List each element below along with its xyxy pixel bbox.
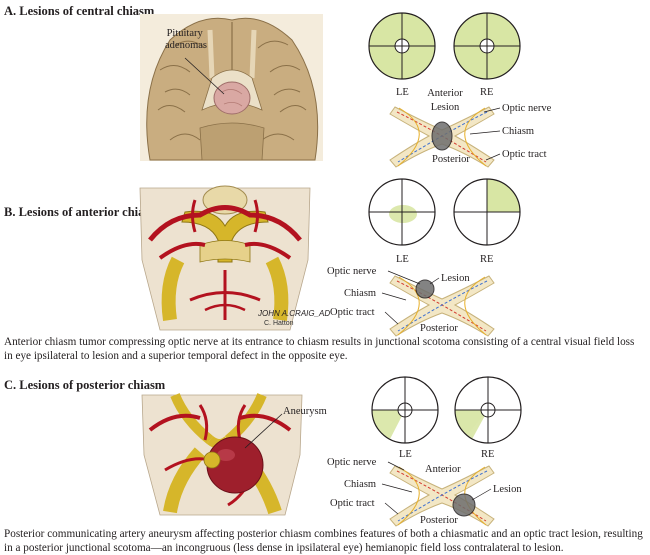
section-a-title: A. Lesions of central chiasm (4, 4, 155, 18)
c-anterior-label: Anterior (425, 464, 461, 475)
a-lesion-label: Lesion (431, 102, 460, 113)
pituitary-label: Pituitary adenomas (165, 28, 207, 51)
aneurysm-leader-line (244, 413, 283, 449)
artist-signature: JOHN A.CRAIG_AD (257, 309, 330, 318)
chiasm-diagram-c (389, 465, 495, 527)
visual-field-a-right (453, 12, 521, 80)
brain-base-illustration (140, 14, 323, 161)
c-re-label: RE (481, 449, 494, 460)
a-re-label: RE (480, 87, 493, 98)
section-b-title: B. Lesions of anterior chiasm (4, 205, 160, 219)
visual-field-c-right (454, 376, 522, 444)
c-lesion-label: Lesion (493, 484, 522, 495)
posterior-chiasm-illustration (141, 393, 303, 516)
pituitary-label-line2: adenomas (165, 40, 207, 51)
pituitary-label-line1: Pituitary (167, 28, 204, 39)
a-chiasm-label: Chiasm (502, 126, 534, 137)
visual-field-a-left (368, 12, 436, 80)
c-optic-nerve-label: Optic nerve (327, 457, 377, 468)
b-re-label: RE (480, 254, 493, 265)
c-posterior-label: Posterior (420, 515, 458, 526)
section-b-caption: Anterior chiasm tumor compressing optic … (4, 336, 635, 362)
b-posterior-label: Posterior (420, 323, 458, 334)
a-optic-nerve-label: Optic nerve (502, 103, 552, 114)
c-le-label: LE (399, 449, 412, 460)
lesion-marker-b (415, 279, 435, 299)
pituitary-adenoma (213, 81, 251, 115)
pituitary-leader-line (184, 57, 225, 95)
c-chiasm-label: Chiasm (344, 479, 376, 490)
visual-field-b-right (453, 178, 521, 246)
visual-field-b-left (368, 178, 436, 246)
c-aneurysm-label: Aneurysm (283, 406, 327, 417)
b-lesion-label: Lesion (441, 273, 470, 284)
a-anterior-label: Anterior (427, 88, 463, 99)
visual-field-c-left (371, 376, 439, 444)
section-c-caption: Posterior communicating artery aneurysm … (4, 528, 643, 554)
lesion-marker-a (431, 121, 453, 151)
c-optic-tract-label: Optic tract (330, 498, 375, 509)
b-optic-tract-label: Optic tract (330, 307, 375, 318)
artist-signature-2: C. Hatton (264, 320, 294, 327)
b-le-label: LE (396, 254, 409, 265)
chiasm-diagram-a (389, 106, 495, 168)
a-posterior-label: Posterior (432, 154, 470, 165)
b-chiasm-label: Chiasm (344, 288, 376, 299)
anterior-chiasm-illustration (139, 185, 311, 331)
lesion-marker-c (452, 493, 476, 517)
b-optic-nerve-label: Optic nerve (327, 266, 377, 277)
a-le-label: LE (396, 87, 409, 98)
a-optic-tract-label: Optic tract (502, 149, 547, 160)
section-c-title: C. Lesions of posterior chiasm (4, 378, 166, 392)
chiasm-diagram-b (389, 275, 495, 337)
